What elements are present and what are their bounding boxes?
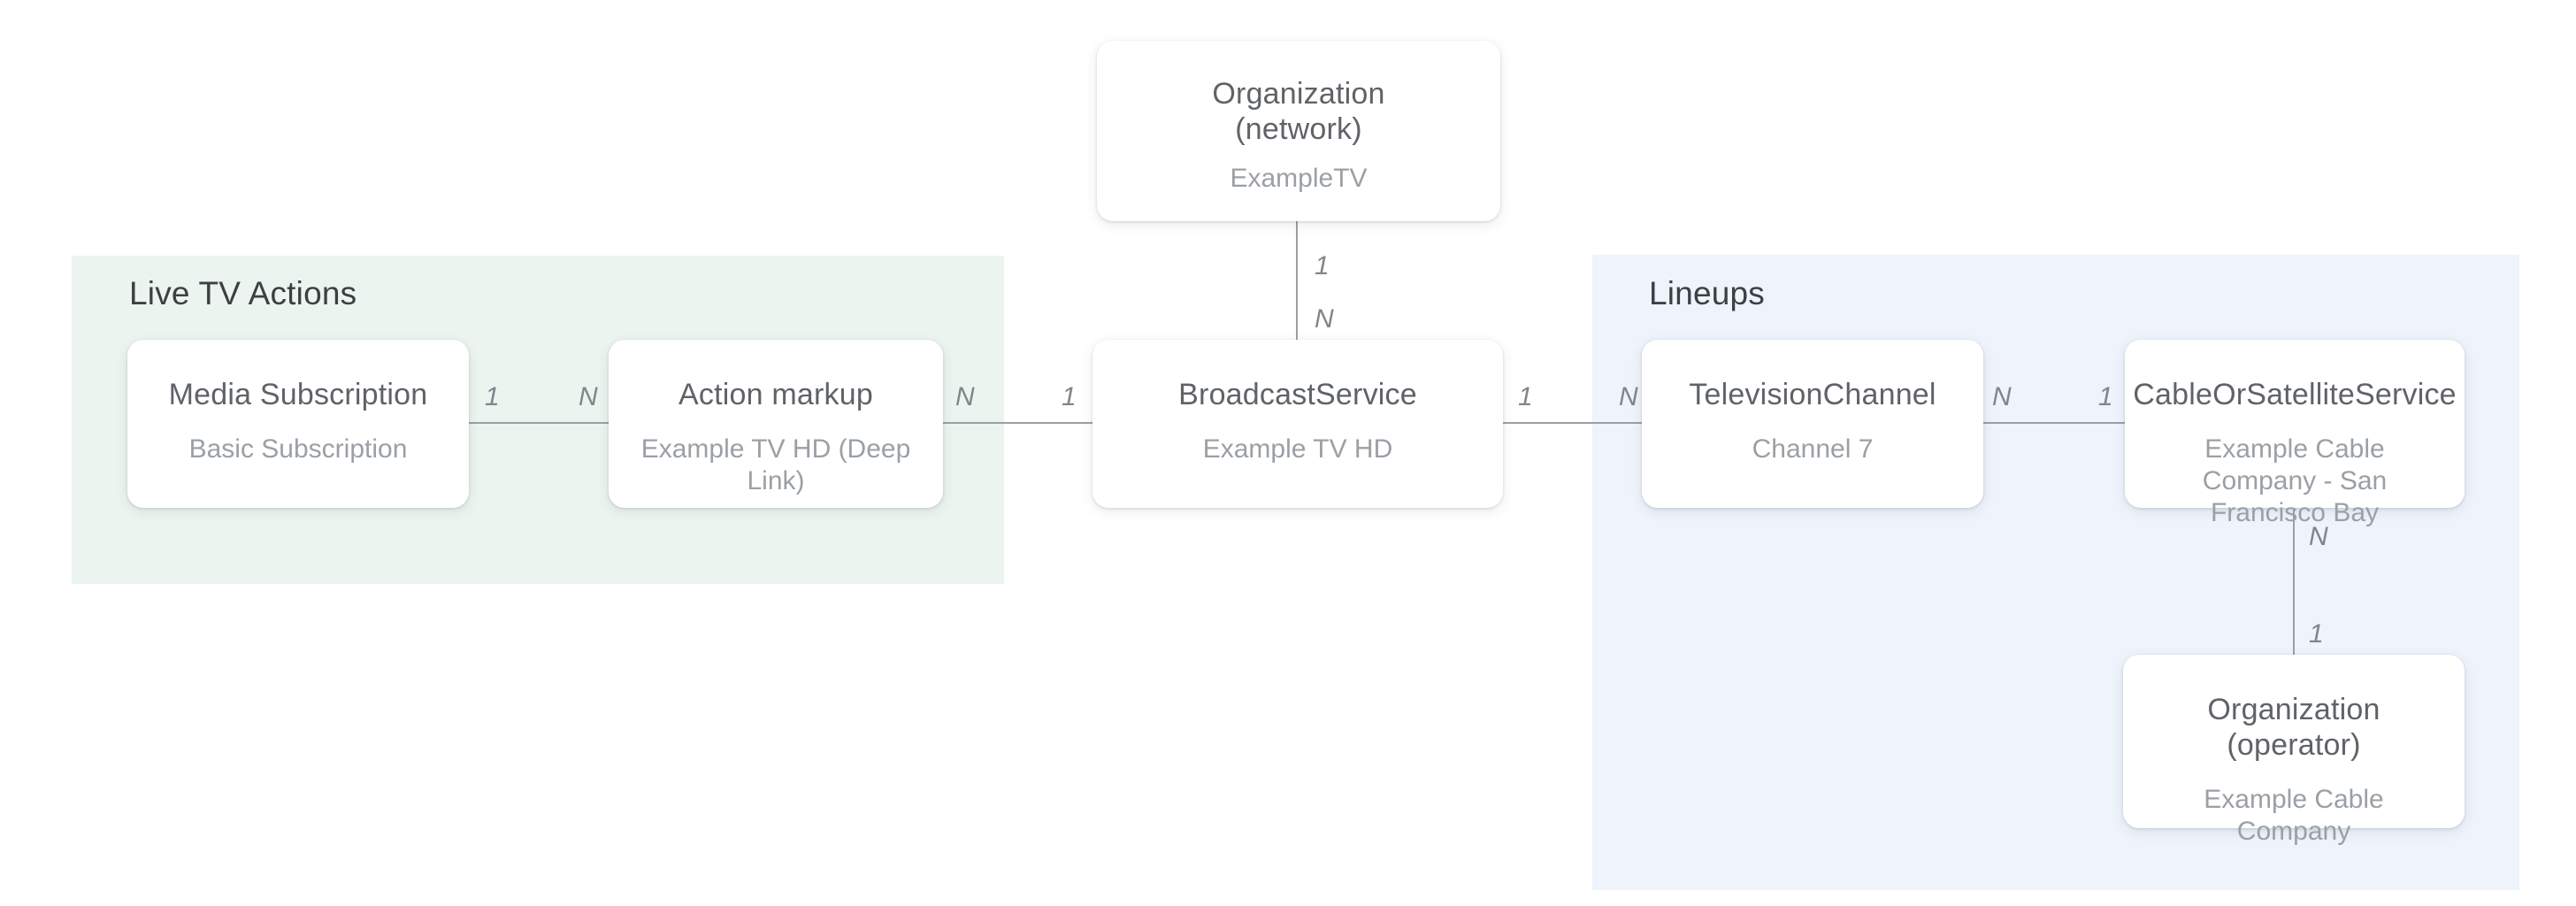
lineups-heading: Lineups xyxy=(1649,275,1766,311)
cardinality-label: 1 xyxy=(2309,619,2324,649)
node-title: Organization (network) xyxy=(1212,76,1384,147)
node-subtitle: Example TV HD (Deep Link) xyxy=(640,434,911,495)
cardinality-label: N xyxy=(1619,382,1638,411)
cardinality-label: 1 xyxy=(1518,382,1533,411)
edge-media-to-action xyxy=(469,422,609,424)
node-title-line: (network) xyxy=(1235,112,1362,146)
edge-tv-to-cable xyxy=(1983,422,2125,424)
edge-cable-to-operator xyxy=(2293,508,2295,655)
node-subtitle: ExampleTV xyxy=(1230,164,1368,193)
node-action-markup: Action markup Example TV HD (Deep Link) xyxy=(609,340,943,508)
node-organization-operator: Organization (operator) Example Cable Co… xyxy=(2123,655,2465,846)
node-media-subscription: Media Subscription Basic Subscription xyxy=(127,340,469,508)
node-subtitle: Example TV HD xyxy=(1202,434,1393,464)
cardinality-label: N xyxy=(1992,382,2012,411)
node-subtitle: Basic Subscription xyxy=(188,434,408,464)
edge-broadcast-to-tv xyxy=(1503,422,1642,424)
cardinality-label: N xyxy=(955,382,975,411)
node-subtitle: Channel 7 xyxy=(1752,434,1874,464)
cardinality-label: N xyxy=(1315,304,1334,334)
cardinality-label: 1 xyxy=(2098,382,2113,411)
edge-network-to-broadcast xyxy=(1296,221,1298,340)
cardinality-label: 1 xyxy=(1315,251,1330,280)
node-organization-network: Organization (network) ExampleTV xyxy=(1097,41,1500,221)
node-subtitle: Example Cable Company - San Francisco Ba… xyxy=(2202,434,2388,527)
node-subtitle: Example Cable Company xyxy=(2204,785,2384,846)
cardinality-label: 1 xyxy=(1062,382,1077,411)
edge-action-to-broadcast xyxy=(943,422,1092,424)
node-title: TelevisionChannel xyxy=(1689,378,1936,411)
cardinality-label: N xyxy=(2309,522,2328,551)
live-tv-actions-heading: Live TV Actions xyxy=(129,275,357,311)
node-cable-or-satellite-service: CableOrSatelliteService Example Cable Co… xyxy=(2125,340,2465,527)
node-title-line: Organization xyxy=(1212,77,1385,111)
cardinality-label: 1 xyxy=(485,382,500,411)
node-title: Action markup xyxy=(678,378,873,411)
node-title: BroadcastService xyxy=(1178,378,1417,411)
node-title: CableOrSatelliteService xyxy=(2133,378,2457,411)
node-television-channel: TelevisionChannel Channel 7 xyxy=(1642,340,1983,508)
node-title: Organization (operator) xyxy=(2207,693,2380,762)
node-broadcast-service: BroadcastService Example TV HD xyxy=(1092,340,1503,508)
cardinality-label: N xyxy=(579,382,598,411)
node-title: Media Subscription xyxy=(168,378,428,411)
